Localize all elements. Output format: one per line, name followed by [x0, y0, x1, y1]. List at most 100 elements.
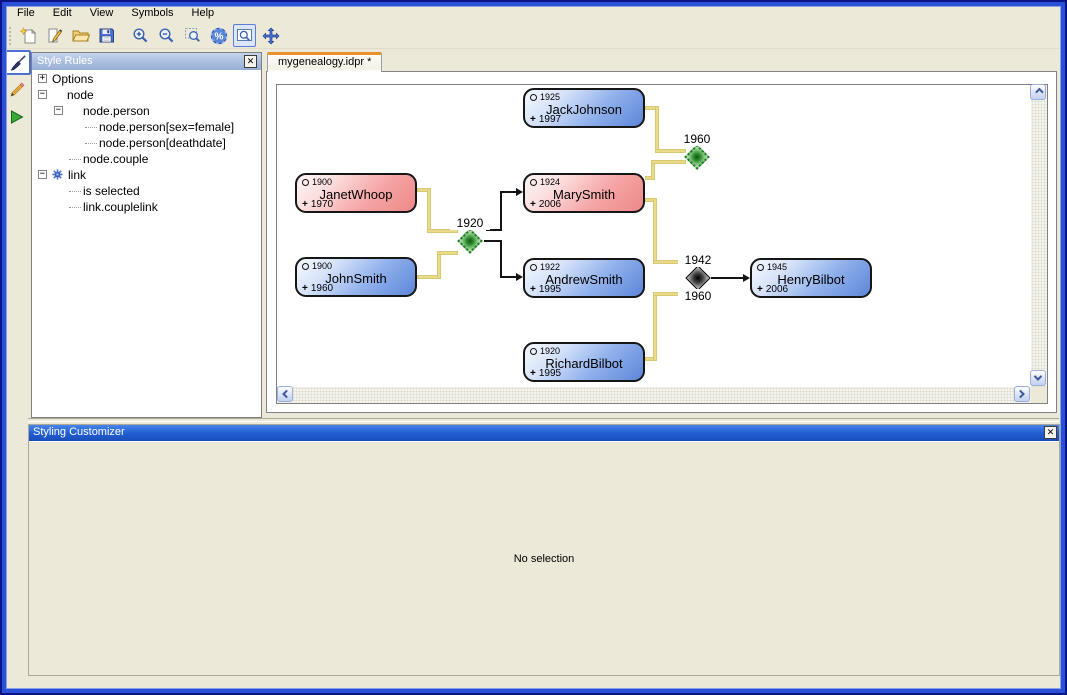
death-row: +1960: [302, 283, 333, 294]
menu-item-file[interactable]: File: [17, 7, 35, 19]
couple-link-jack[interactable]: [655, 149, 686, 153]
tree-row-node-person-sex-female-[interactable]: node.person[sex=female]: [32, 119, 261, 135]
couple-link-mary[interactable]: [645, 198, 657, 202]
couple-marker-1960[interactable]: [684, 144, 710, 170]
menu-item-help[interactable]: Help: [191, 7, 215, 19]
child-link-henry[interactable]: [711, 277, 744, 279]
couple-link-mary[interactable]: [653, 260, 687, 264]
tree-label: link: [68, 168, 87, 182]
tree-row-node-person-deathdate-[interactable]: node.person[deathdate]: [32, 135, 261, 151]
child-link-andrew[interactable]: [500, 240, 502, 278]
birth-circle-icon: [757, 263, 764, 271]
couple-link-richard[interactable]: [653, 292, 686, 296]
couple-marker-1920[interactable]: [457, 228, 483, 254]
couple-link-janet[interactable]: [417, 188, 431, 192]
death-cross-icon: +: [530, 199, 536, 210]
menu-item-edit[interactable]: Edit: [52, 7, 72, 19]
scroll-up-button[interactable]: [1030, 84, 1046, 100]
couple-link-mary[interactable]: [651, 160, 655, 180]
scroll-right-button[interactable]: [1014, 386, 1030, 402]
couple-link-richard[interactable]: [645, 357, 657, 361]
edit-document-button[interactable]: [43, 24, 66, 47]
couple-link-richard[interactable]: [653, 292, 657, 361]
expand-plus-icon[interactable]: +: [38, 73, 47, 83]
birth-circle-icon: [530, 347, 537, 355]
zoom-area-button[interactable]: [181, 24, 204, 47]
zoom-out-button[interactable]: [155, 24, 178, 47]
tree-row-options[interactable]: +Options: [32, 71, 261, 87]
new-document-button[interactable]: [17, 24, 40, 47]
menu-bar: File Edit View Symbols Help: [8, 6, 1059, 22]
child-link-andrew[interactable]: [500, 276, 518, 278]
child-link-andrew[interactable]: [484, 240, 502, 242]
tree-row-is-selected[interactable]: is selected: [32, 183, 261, 199]
style-rules-titlebar[interactable]: Style Rules ✕: [32, 53, 261, 70]
scroll-down-button[interactable]: [1030, 370, 1046, 386]
toolbar-grip[interactable]: [8, 25, 12, 46]
close-icon[interactable]: ✕: [244, 55, 257, 68]
horizontal-scrollbar[interactable]: [277, 386, 1031, 403]
death-year: 1960: [310, 283, 334, 294]
couple-marker-1942[interactable]: [685, 265, 711, 291]
couple-link-mary[interactable]: [653, 198, 657, 264]
panel-splitter[interactable]: [28, 418, 1059, 422]
couple-link-janet[interactable]: [427, 229, 458, 233]
edit-pencil-button[interactable]: [6, 79, 28, 101]
child-link-mary[interactable]: [500, 191, 518, 193]
run-button[interactable]: [5, 106, 28, 128]
vertical-scrollbar[interactable]: [1030, 84, 1047, 387]
arrowhead-icon: [516, 188, 523, 196]
child-link-mary[interactable]: [486, 229, 502, 231]
styling-customizer-titlebar[interactable]: Styling Customizer ✕: [29, 425, 1059, 441]
style-brush-button[interactable]: [4, 50, 31, 75]
couple-link-john[interactable]: [437, 251, 458, 255]
save-file-button[interactable]: [95, 24, 118, 47]
couple-link-jack[interactable]: [655, 106, 659, 153]
arrowhead-icon: [743, 274, 750, 282]
tree-row-link[interactable]: − link: [32, 167, 261, 183]
child-link-mary[interactable]: [500, 191, 502, 231]
pencil-icon: [8, 81, 26, 99]
death-row: +1995: [530, 368, 561, 379]
tree-row-node[interactable]: − node: [32, 87, 261, 103]
collapse-minus-icon[interactable]: −: [54, 105, 63, 115]
couple-link-mary[interactable]: [651, 160, 686, 164]
death-row: +2006: [757, 284, 788, 295]
couple-year-label: 1920: [450, 216, 490, 230]
tree-label: node: [67, 88, 94, 102]
fit-to-window-icon: [236, 27, 253, 44]
zoom-in-button[interactable]: [129, 24, 152, 47]
close-icon[interactable]: ✕: [1044, 426, 1057, 439]
tree-connector: [69, 207, 81, 208]
menu-item-symbols[interactable]: Symbols: [131, 7, 174, 19]
collapse-minus-icon[interactable]: −: [38, 169, 47, 179]
couple-link-john[interactable]: [437, 253, 441, 279]
couple-link-jack[interactable]: [645, 106, 659, 110]
pan-button[interactable]: [259, 24, 282, 47]
tree-row-node-couple[interactable]: node.couple: [32, 151, 261, 167]
couple-link-mary[interactable]: [645, 176, 655, 180]
couple-link-janet[interactable]: [427, 188, 431, 233]
collapse-minus-icon[interactable]: −: [38, 89, 47, 99]
birth-row: 1900: [302, 177, 332, 187]
scroll-left-button[interactable]: [277, 386, 293, 402]
tree-row-node-person[interactable]: −node.person: [32, 103, 261, 119]
tree-row-link-couplelink[interactable]: link.couplelink: [32, 199, 261, 215]
tab-mygenealogy[interactable]: mygenealogy.idpr *: [267, 52, 383, 72]
death-cross-icon: +: [530, 368, 536, 379]
tree-label: is selected: [83, 184, 140, 198]
open-file-button[interactable]: [69, 24, 92, 47]
menu-item-view[interactable]: View: [89, 7, 114, 19]
zoom-percent-button[interactable]: %: [207, 24, 230, 47]
fit-to-window-button[interactable]: [233, 24, 256, 47]
couple-link-john[interactable]: [417, 275, 441, 279]
